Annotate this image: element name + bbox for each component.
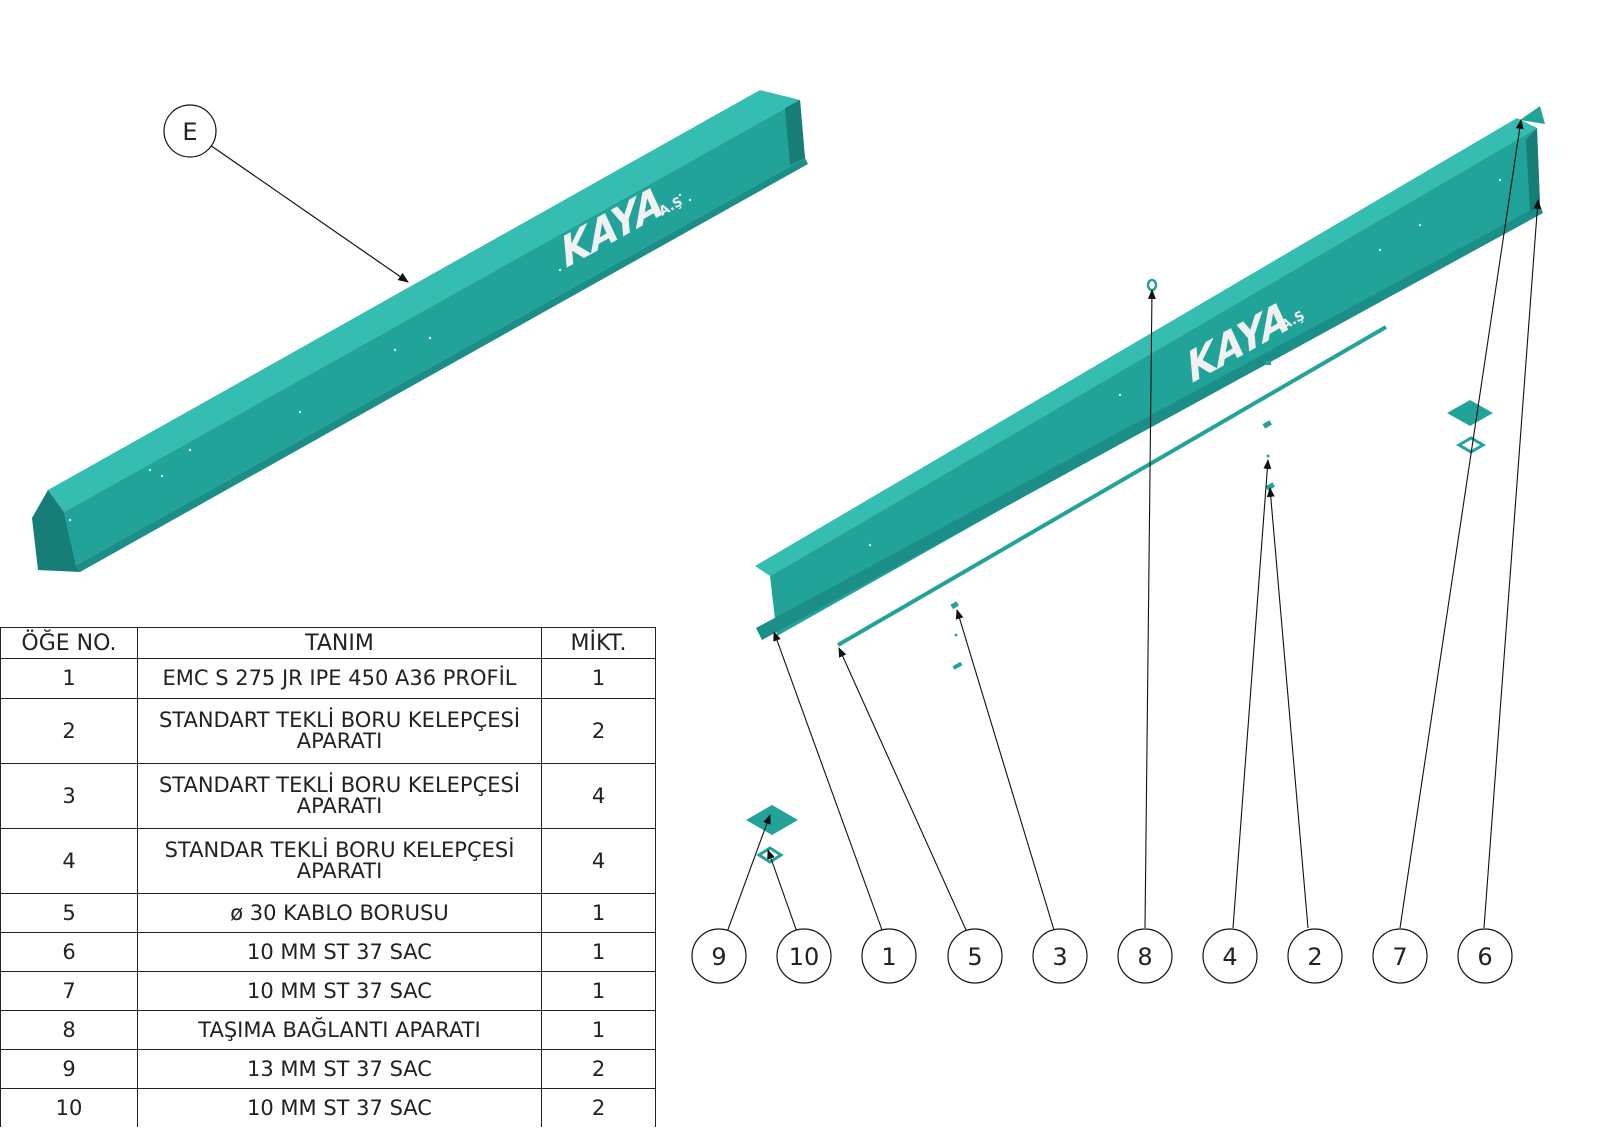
balloon-2 xyxy=(1287,928,1343,984)
plate-right-large xyxy=(1447,400,1493,426)
balloon-5 xyxy=(947,928,1003,984)
bom-row: 5 ø 30 KABLO BORUSU 1 xyxy=(0,893,656,933)
bom-qty: 2 xyxy=(541,1049,656,1089)
bom-qty: 4 xyxy=(541,763,656,829)
bom-item-no: 2 xyxy=(0,698,138,764)
bom-description: 10 MM ST 37 SAC xyxy=(137,1088,542,1127)
assembled-beam: KAYA A.Ş xyxy=(32,90,808,572)
bom-row: 8 TAŞIMA BAĞLANTI APARATI 1 xyxy=(0,1010,656,1050)
balloon-1-label: 1 xyxy=(881,943,896,971)
bom-qty: 4 xyxy=(541,828,656,894)
bom-qty: 2 xyxy=(541,1088,656,1127)
beam-top-flange xyxy=(48,90,800,512)
balloon-10-label: 10 xyxy=(789,943,820,971)
exploded-hole-dots xyxy=(868,178,1502,547)
bom-item-no: 9 xyxy=(0,1049,138,1089)
plate-10 xyxy=(756,846,784,864)
detail-callout-e: E xyxy=(163,104,409,283)
bom-header-qty: MİKT. xyxy=(541,627,656,659)
bom-qty: 1 xyxy=(541,893,656,933)
exploded-top-flange xyxy=(755,118,1537,576)
bom-row: 10 10 MM ST 37 SAC 2 xyxy=(0,1088,656,1127)
bom-row: 1 EMC S 275 JR IPE 450 A36 PROFİL 1 xyxy=(0,658,656,699)
bom-row: 7 10 MM ST 37 SAC 1 xyxy=(0,971,656,1011)
bom-item-no: 5 xyxy=(0,893,138,933)
lifting-lug xyxy=(1146,278,1158,292)
balloon-9-label: 9 xyxy=(711,943,726,971)
balloon-6-label: 6 xyxy=(1477,943,1492,971)
plate-9 xyxy=(746,805,798,835)
bom-item-no: 8 xyxy=(0,1010,138,1050)
balloons: 9 10 1 5 3 8 4 2 7 6 xyxy=(691,928,1513,984)
balloon-1 xyxy=(861,928,917,984)
bom-qty: 1 xyxy=(541,932,656,972)
bom-description: TAŞIMA BAĞLANTI APARATI xyxy=(137,1010,542,1050)
bom-description: 10 MM ST 37 SAC xyxy=(137,932,542,972)
end-plate-7 xyxy=(1520,106,1545,124)
balloon-10 xyxy=(776,928,832,984)
balloon-4 xyxy=(1202,928,1258,984)
plate-right-small xyxy=(1456,436,1486,454)
leader-lines xyxy=(725,119,1542,936)
beam-far-end xyxy=(785,100,805,165)
balloon-8 xyxy=(1117,928,1173,984)
beam-end-face xyxy=(32,490,80,572)
exploded-end-face xyxy=(1526,128,1540,212)
bom-description: ø 30 KABLO BORUSU xyxy=(137,893,542,933)
bom-qty: 1 xyxy=(541,658,656,699)
bom-description: 10 MM ST 37 SAC xyxy=(137,971,542,1011)
bom-table: ÖĞE NO. TANIM MİKT. 1 EMC S 275 JR IPE 4… xyxy=(0,627,656,1127)
balloon-6 xyxy=(1457,928,1513,984)
exploded-bottom-flange xyxy=(756,205,1543,640)
bom-item-no: 6 xyxy=(0,932,138,972)
bom-qty: 1 xyxy=(541,971,656,1011)
bom-header-description: TANIM xyxy=(137,627,542,659)
balloon-3-label: 3 xyxy=(1052,943,1067,971)
balloon-2-label: 2 xyxy=(1307,943,1322,971)
bom-row: 6 10 MM ST 37 SAC 1 xyxy=(0,932,656,972)
bom-item-no: 1 xyxy=(0,658,138,699)
balloon-8-label: 8 xyxy=(1137,943,1152,971)
bom-qty: 1 xyxy=(541,1010,656,1050)
exploded-web xyxy=(770,128,1540,636)
bom-row: 9 13 MM ST 37 SAC 2 xyxy=(0,1049,656,1089)
balloon-9 xyxy=(691,928,747,984)
bom-item-no: 4 xyxy=(0,828,138,894)
balloon-3 xyxy=(1032,928,1088,984)
balloon-7 xyxy=(1372,928,1428,984)
detail-label: E xyxy=(182,118,197,146)
beam-bottom-flange xyxy=(76,158,808,572)
bom-item-no: 3 xyxy=(0,763,138,829)
bom-item-no: 10 xyxy=(0,1088,138,1127)
bom-description: EMC S 275 JR IPE 450 A36 PROFİL xyxy=(137,658,542,699)
balloon-4-label: 4 xyxy=(1222,943,1237,971)
beam-hole-dots xyxy=(68,193,692,522)
balloon-7-label: 7 xyxy=(1392,943,1407,971)
beam-web xyxy=(64,100,805,565)
exploded-beam: KAYA A.Ş xyxy=(755,118,1543,640)
bom-item-no: 7 xyxy=(0,971,138,1011)
cable-pipe xyxy=(836,325,1388,647)
bom-description: 13 MM ST 37 SAC xyxy=(137,1049,542,1089)
bom-qty: 2 xyxy=(541,698,656,764)
balloon-5-label: 5 xyxy=(967,943,982,971)
bom-header-row: ÖĞE NO. TANIM MİKT. xyxy=(0,627,656,659)
bom-header-item-no: ÖĞE NO. xyxy=(0,627,138,659)
